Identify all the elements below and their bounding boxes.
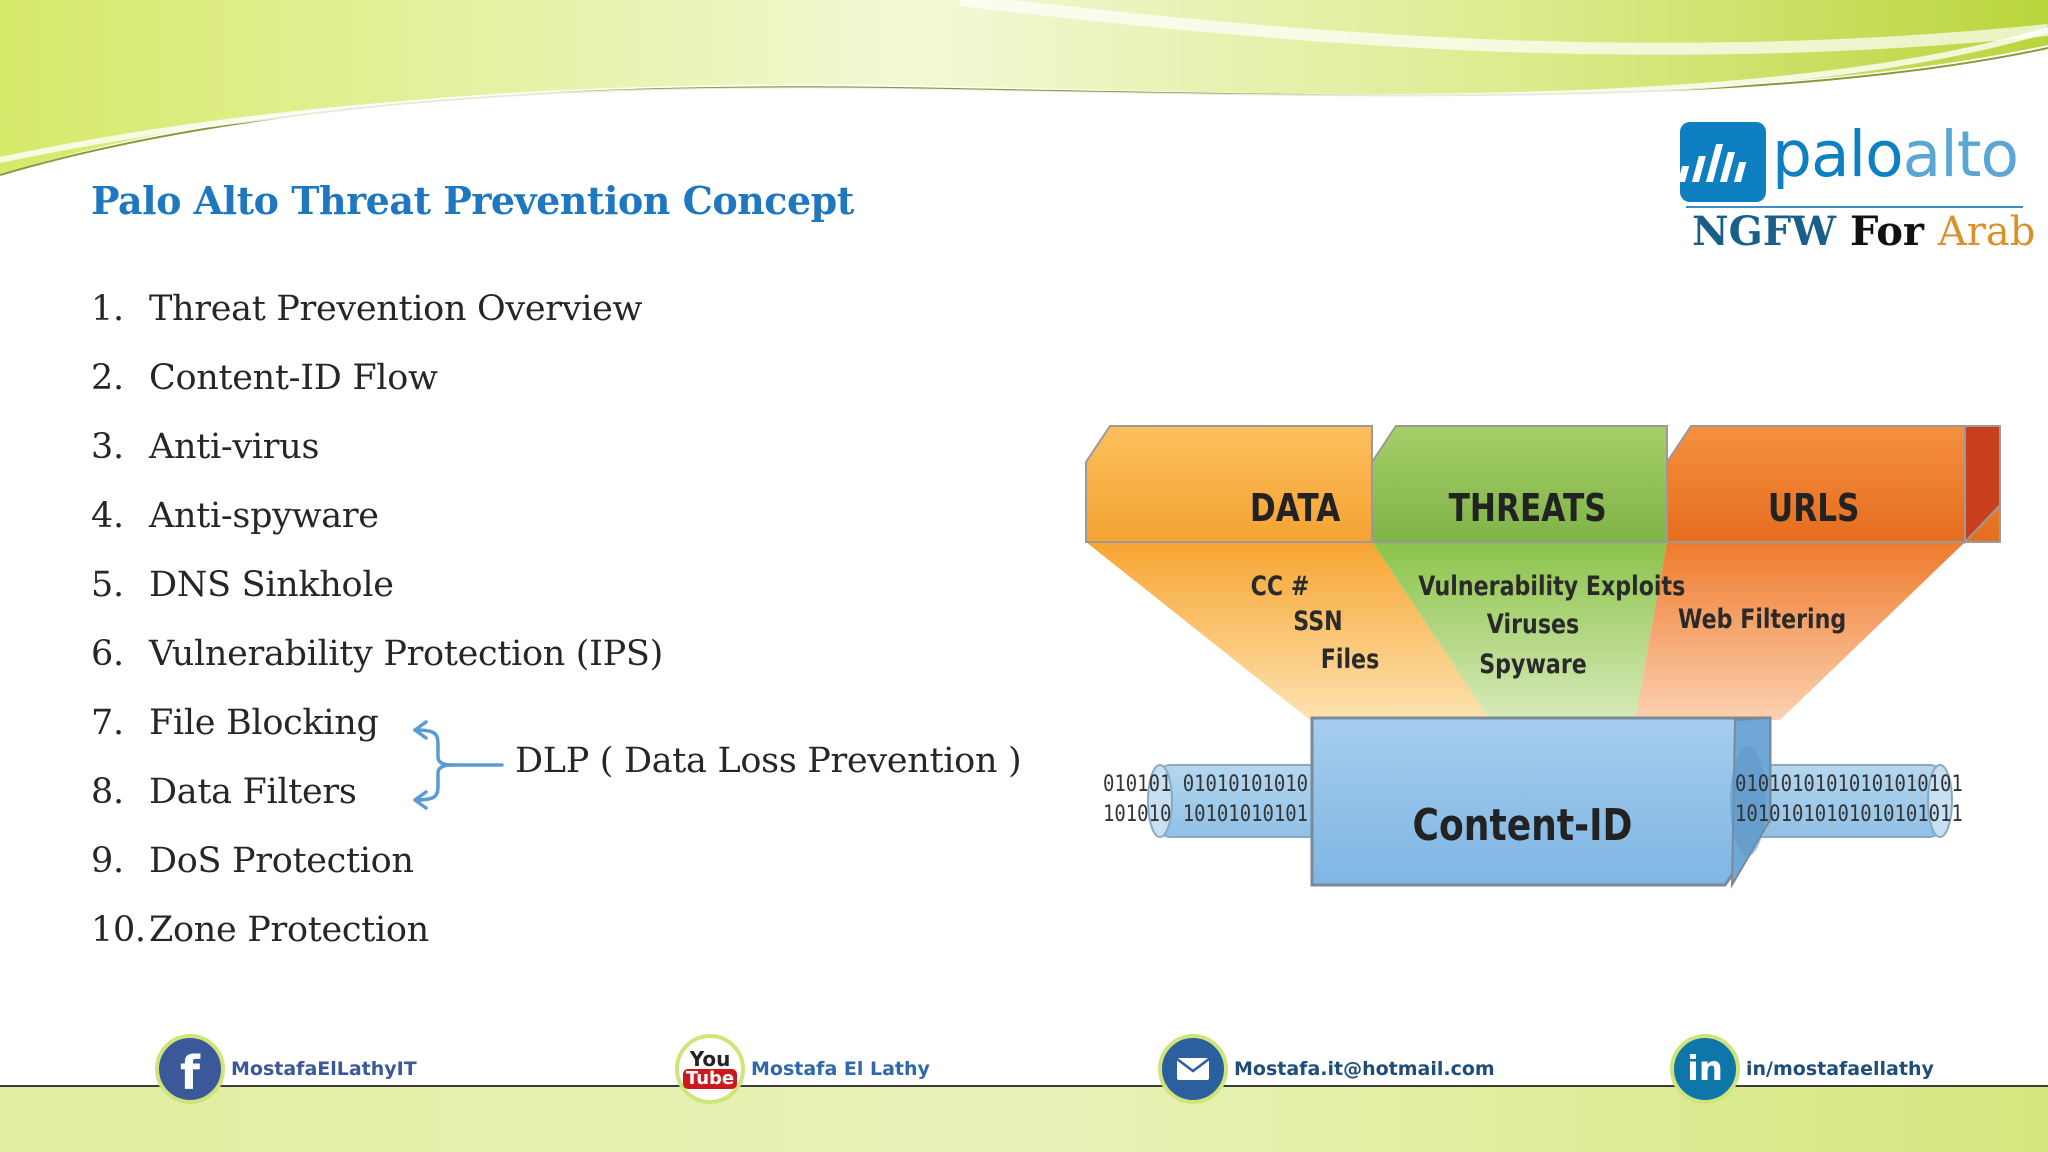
- topic-item: 4.Anti-spyware: [91, 496, 379, 536]
- category-label-urls: URLS: [1768, 486, 1858, 530]
- topic-item: 1.Threat Prevention Overview: [91, 289, 642, 329]
- output-bits: 01010101010101010101 1010101010101010101…: [1735, 770, 1963, 830]
- logo-sub-part3: Arab: [1938, 209, 2035, 255]
- logo-brand-part2: alto: [1903, 118, 2018, 191]
- email-handle: Mostafa.it@hotmail.com: [1234, 1058, 1495, 1080]
- topic-number: 8.: [91, 772, 149, 812]
- topic-label: File Blocking: [149, 703, 379, 743]
- youtube-icon-top: You: [690, 1049, 731, 1069]
- data-item: Files: [1317, 641, 1383, 679]
- topic-label: Anti-virus: [149, 427, 319, 467]
- facebook-handle: MostafaElLathyIT: [231, 1058, 417, 1080]
- topic-item: 3.Anti-virus: [91, 427, 319, 467]
- footer-email[interactable]: Mostafa.it@hotmail.com: [1158, 1031, 1495, 1107]
- topic-label: Anti-spyware: [149, 496, 379, 536]
- input-bits: 010101 01010101010 101010 10101010101: [1103, 770, 1308, 830]
- envelope-icon: [1175, 1055, 1211, 1083]
- logo-brand-text: paloalto: [1772, 118, 2018, 191]
- footer-linkedin[interactable]: in in/mostafaellathy: [1670, 1031, 1934, 1107]
- url-item: Web Filtering: [1678, 601, 1842, 639]
- paloalto-mark-icon: [1680, 122, 1766, 202]
- topic-item: 6.Vulnerability Protection (IPS): [91, 634, 663, 674]
- topic-item: 8.Data Filters: [91, 772, 357, 812]
- topic-label: Content-ID Flow: [149, 358, 438, 398]
- output-bits-line: 10101010101010101011: [1735, 800, 1963, 830]
- threat-item: Viruses: [1418, 606, 1648, 644]
- topic-item: 10.Zone Protection: [91, 910, 429, 950]
- threat-item: Vulnerability Exploits: [1418, 568, 1648, 606]
- topic-number: 4.: [91, 496, 149, 536]
- footer-youtube[interactable]: You Tube Mostafa El Lathy: [675, 1031, 930, 1107]
- topic-label: DNS Sinkhole: [149, 565, 394, 605]
- topic-label: Data Filters: [149, 772, 357, 812]
- topic-item: 7.File Blocking: [91, 703, 379, 743]
- topic-number: 2.: [91, 358, 149, 398]
- dlp-label: DLP ( Data Loss Prevention ): [515, 741, 1021, 781]
- slide-title: Palo Alto Threat Prevention Concept: [91, 178, 854, 223]
- topic-number: 10.: [91, 910, 149, 950]
- footer-facebook[interactable]: f MostafaElLathyIT: [155, 1031, 417, 1107]
- topic-item: 5.DNS Sinkhole: [91, 565, 394, 605]
- facebook-icon: f: [155, 1034, 225, 1104]
- threat-item: Spyware: [1418, 646, 1648, 684]
- dlp-bracket-arrows: [380, 715, 520, 815]
- content-id-label: Content-ID: [1413, 800, 1618, 851]
- data-item: SSN: [1285, 603, 1351, 641]
- logo-brand-part1: palo: [1772, 118, 1903, 191]
- output-bits-line: 01010101010101010101: [1735, 770, 1963, 800]
- topic-number: 1.: [91, 289, 149, 329]
- category-label-data: DATA: [1250, 486, 1340, 530]
- linkedin-icon-text: in: [1687, 1049, 1723, 1089]
- logo-sub-part2: For: [1850, 208, 1924, 255]
- topic-number: 3.: [91, 427, 149, 467]
- linkedin-handle: in/mostafaellathy: [1746, 1058, 1934, 1080]
- category-label-threats: THREATS: [1449, 486, 1601, 530]
- topic-item: 2.Content-ID Flow: [91, 358, 438, 398]
- data-item: CC #: [1247, 568, 1313, 606]
- mail-icon: [1158, 1034, 1228, 1104]
- youtube-icon-bottom: Tube: [683, 1069, 737, 1089]
- logo-subtitle: NGFW For Arab: [1692, 208, 2035, 255]
- topic-number: 5.: [91, 565, 149, 605]
- topic-item: 9.DoS Protection: [91, 841, 414, 881]
- input-bits-line: 101010 10101010101: [1103, 800, 1308, 830]
- youtube-handle: Mostafa El Lathy: [751, 1058, 930, 1080]
- topic-label: DoS Protection: [149, 841, 414, 881]
- topic-label: Threat Prevention Overview: [149, 289, 642, 329]
- input-bits-line: 010101 01010101010: [1103, 770, 1308, 800]
- topic-label: Vulnerability Protection (IPS): [149, 634, 663, 674]
- topic-number: 9.: [91, 841, 149, 881]
- topic-number: 6.: [91, 634, 149, 674]
- logo-sub-part1: NGFW: [1692, 208, 1836, 255]
- youtube-icon: You Tube: [675, 1034, 745, 1104]
- topic-label: Zone Protection: [149, 910, 429, 950]
- linkedin-icon: in: [1670, 1034, 1740, 1104]
- topic-number: 7.: [91, 703, 149, 743]
